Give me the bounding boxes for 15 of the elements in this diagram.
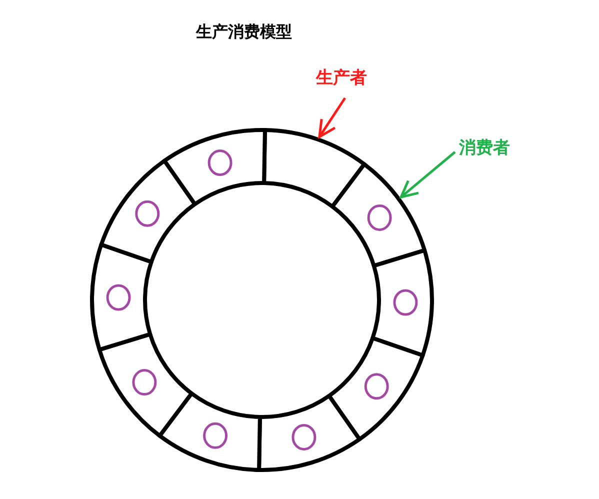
buffer-slot (162, 128, 267, 206)
buffer-slot (97, 332, 194, 438)
buffer-slot (327, 336, 425, 442)
buffer-slot (90, 242, 154, 352)
buffer-slot (262, 128, 366, 209)
buffer-slot (330, 162, 427, 268)
buffer-slot (370, 248, 434, 358)
arrow (400, 151, 456, 198)
role-label: 生产者 (316, 66, 367, 89)
diagram-title: 生产消费模型 (196, 22, 292, 43)
buffer-slot (99, 158, 197, 264)
buffer-slot (158, 391, 262, 472)
role-label: 消费者 (459, 136, 510, 159)
arrow (318, 97, 346, 138)
buffer-slot (257, 394, 362, 472)
